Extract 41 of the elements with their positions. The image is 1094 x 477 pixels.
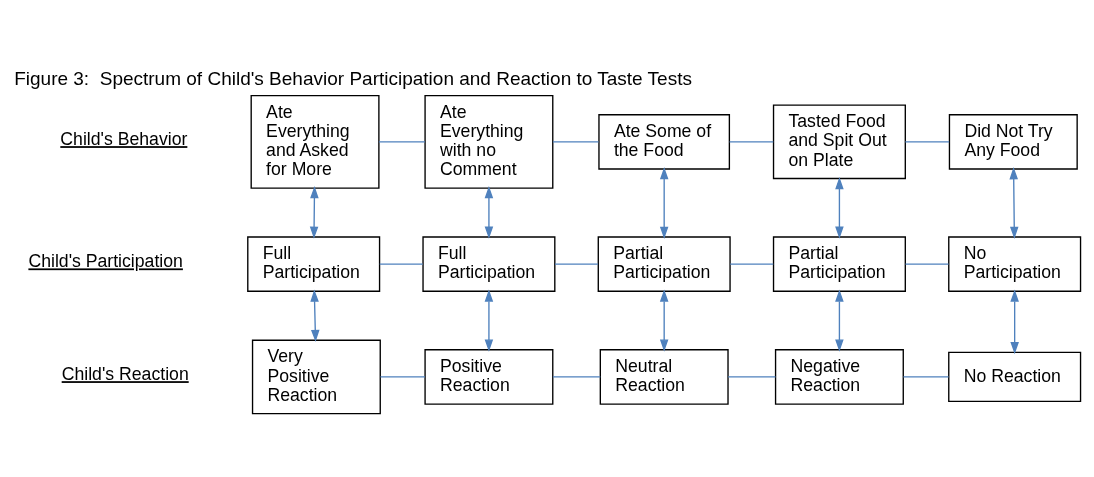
connector	[378, 140, 426, 143]
connector	[902, 375, 950, 378]
arrow	[835, 289, 844, 352]
node-box: Neutral Reaction	[599, 348, 729, 405]
arrow	[659, 166, 669, 239]
connector	[728, 140, 774, 143]
connector	[904, 140, 950, 143]
connector	[552, 140, 600, 143]
node-box: Ate Some of the Food	[598, 113, 731, 170]
node-box: Tasted Food and Spit Out on Plate	[772, 104, 906, 179]
arrow	[310, 289, 320, 342]
connector	[554, 262, 599, 265]
connector	[904, 262, 950, 265]
node-box: Did Not Try Any Food	[948, 113, 1078, 170]
node-box: Partial Participation	[772, 235, 906, 292]
node-box: Ate Everything and Asked for More	[250, 94, 380, 189]
node-box: No Participation	[948, 235, 1082, 292]
arrow	[484, 289, 494, 352]
node-box: Full Participation	[422, 235, 556, 292]
connector	[379, 375, 426, 378]
arrow	[1009, 166, 1019, 239]
node-box: Ate Everything with no Comment	[424, 94, 554, 189]
node-box: Very Positive Reaction	[251, 339, 381, 414]
node-box: Negative Reaction	[774, 348, 904, 405]
label: Child's Behavior	[60, 128, 188, 149]
label: Child's Participation	[28, 250, 183, 271]
node-box: Full Participation	[247, 235, 381, 292]
label: Child's Reaction	[61, 363, 189, 384]
arrow	[309, 185, 319, 239]
connector	[552, 375, 601, 378]
arrow	[659, 289, 669, 352]
connector	[379, 262, 424, 265]
diagram-title: Figure 3: Spectrum of Child's Behavior Participation and Reaction to Taste Tests	[14, 67, 692, 89]
node-box: No Reaction	[948, 351, 1082, 402]
node-box: Positive Reaction	[424, 348, 554, 405]
arrow	[1010, 289, 1019, 354]
arrow	[835, 176, 844, 239]
arrow	[484, 185, 494, 239]
node-box: Partial Participation	[597, 235, 731, 292]
connector	[729, 262, 774, 265]
connector	[727, 375, 777, 378]
